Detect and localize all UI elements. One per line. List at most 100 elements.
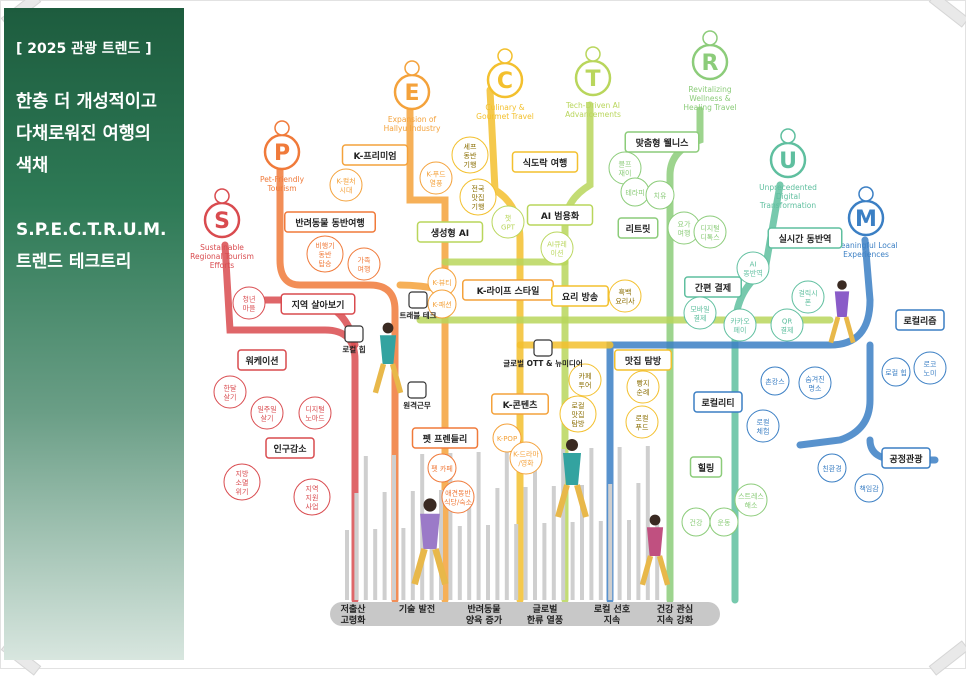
topic-box-label: 생성형 AI	[431, 227, 469, 239]
background-bar	[476, 452, 481, 600]
people-illustrations	[372, 280, 856, 586]
topic-icon	[497, 48, 513, 64]
topic-box-label: 반려동물 동반여행	[295, 217, 364, 229]
sub-topic-label: K-뷰티	[432, 278, 451, 287]
sub-topic-bubble: 테라피	[620, 177, 650, 207]
topic-box-frame	[551, 285, 609, 307]
topic-box-frame	[526, 204, 594, 226]
topic-box-frame	[614, 349, 672, 371]
person-phone	[828, 280, 856, 344]
background-bars	[345, 446, 660, 600]
topic-box-frame	[237, 349, 287, 371]
sub-topic-label: 촌캉스	[765, 377, 785, 386]
icon-label: 로컬 힙	[342, 344, 365, 354]
background-bar	[608, 484, 613, 600]
sub-topic-label: 치유	[654, 191, 667, 200]
topic-box-label: 지역 살아보기	[292, 299, 345, 311]
topic-box-label: K-콘텐츠	[503, 399, 538, 411]
icon-glyph	[344, 325, 364, 343]
sub-topic-bubble: K-패션	[427, 289, 457, 319]
sub-topic-bubble: 펫 카페	[427, 453, 457, 483]
sub-topic-circle	[693, 215, 727, 249]
topic-box-locality: 로컬리티	[693, 391, 743, 413]
topic-box-k-premium: K-프리미엄	[341, 144, 409, 166]
topic-box-label: 요리 방송	[562, 291, 598, 303]
background-bar	[363, 456, 368, 600]
topic-box-pet-travel: 반려동물 동반여행	[284, 211, 376, 233]
topic-box-frame	[416, 221, 484, 243]
topic-icon	[274, 120, 290, 136]
panel-tag: [ 2025 관광 트렌드 ]	[16, 41, 152, 57]
panel-subhead: S.P.E.C.T.R.U.M. 트렌드 테크트리	[16, 214, 184, 278]
topic-icon	[702, 30, 718, 46]
icon-glyph	[407, 381, 427, 399]
sub-topic-circle	[770, 308, 804, 342]
sub-topic-circle	[709, 507, 739, 537]
background-bar	[410, 491, 415, 600]
sub-topic-circle	[427, 289, 457, 319]
branch-r	[666, 106, 704, 604]
topic-box-label: 맞춤형 웰니스	[636, 137, 690, 149]
sub-topic-circle	[881, 357, 911, 387]
topic-box-frame	[684, 276, 742, 298]
sub-topic-circle	[723, 308, 757, 342]
icon-label: 글로벌 OTT & 뉴미디어	[503, 358, 583, 368]
subhead-line: 트렌드 테크트리	[16, 252, 132, 272]
topic-box-frame	[895, 309, 945, 331]
topic-box-label: 워케이션	[245, 355, 278, 367]
background-bar	[580, 485, 584, 600]
i-local-icon: 로컬 힙	[342, 325, 366, 354]
sub-topic-bubble: 치유	[645, 180, 675, 210]
branch-t	[561, 101, 594, 604]
sub-topic-circle	[293, 478, 331, 516]
topic-box-frame	[341, 144, 409, 166]
sub-topic-circle	[645, 180, 675, 210]
background-bar	[551, 486, 556, 600]
sub-topic-circle	[798, 366, 832, 400]
letter-text: C	[497, 69, 513, 94]
topic-icon	[214, 188, 230, 204]
sub-topic-circle	[306, 235, 344, 273]
icon-glyph	[408, 291, 428, 309]
topic-box-healing: 힐링	[689, 456, 723, 478]
background-bar	[655, 519, 660, 600]
background-bar	[467, 489, 472, 600]
topic-icon	[585, 46, 601, 62]
sub-topic-bubble: 촌캉스	[760, 366, 790, 396]
topic-box-workation: 워케이션	[237, 349, 287, 371]
sub-topic-circle	[298, 396, 332, 430]
